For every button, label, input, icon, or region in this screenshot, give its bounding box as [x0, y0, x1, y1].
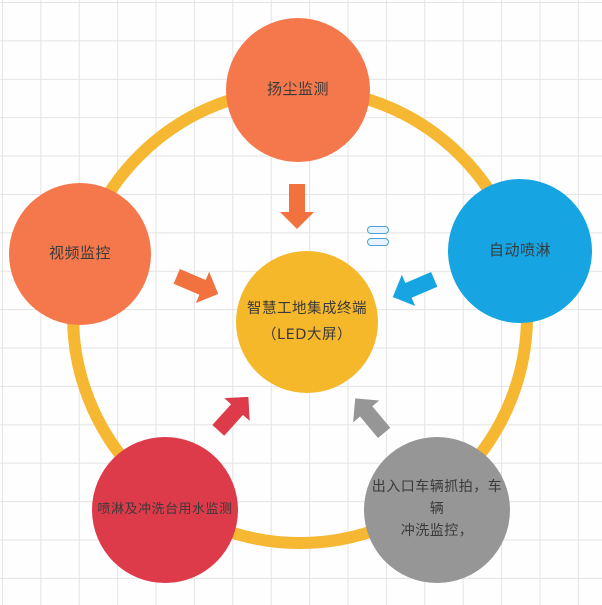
node-dust-monitoring: 扬尘监测	[226, 18, 370, 162]
node-video-surveillance: 视频监控	[9, 183, 151, 325]
node-auto-spray-label: 自动喷淋	[488, 241, 551, 260]
up-right-arrow	[212, 396, 250, 436]
left-arrow	[392, 272, 438, 306]
up-left-arrow	[353, 398, 391, 438]
node-vehicle-monitoring-label-line2: 冲洗监控，	[400, 522, 474, 539]
right-arrow	[173, 269, 219, 303]
equals-icon	[367, 226, 391, 246]
node-vehicle-monitoring: 出入口车辆抓拍，车辆 冲洗监控，	[364, 437, 510, 583]
node-auto-spray: 自动喷淋	[448, 179, 592, 323]
node-water-monitoring-label: 喷淋及冲洗台用水监测	[97, 501, 233, 517]
down-arrow	[280, 184, 314, 229]
node-video-surveillance-label: 视频监控	[48, 244, 111, 263]
node-water-monitoring: 喷淋及冲洗台用水监测	[92, 437, 238, 583]
node-dust-monitoring-label: 扬尘监测	[266, 80, 329, 99]
equals-icon-bar-top	[367, 226, 389, 234]
node-central-terminal: 智慧工地集成终端 （LED大屏）	[236, 251, 378, 393]
node-central-terminal-label-line2: （LED大屏）	[262, 327, 352, 343]
node-vehicle-monitoring-label-line1: 出入口车辆抓拍，车辆	[371, 479, 503, 518]
equals-icon-bar-bottom	[367, 238, 389, 246]
node-central-terminal-label-line1: 智慧工地集成终端	[247, 300, 367, 317]
